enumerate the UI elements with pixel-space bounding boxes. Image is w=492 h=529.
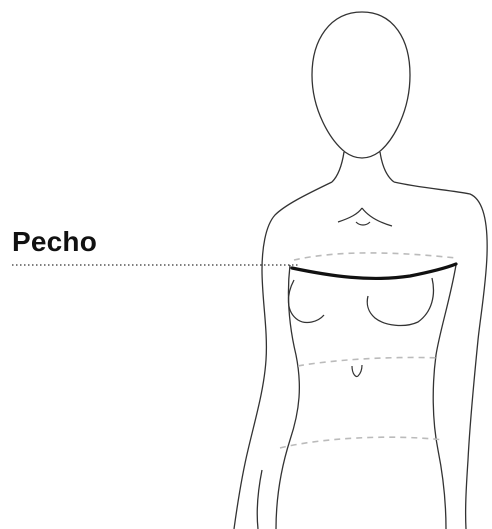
sternum-notch [356, 222, 370, 225]
neck-left [332, 152, 344, 182]
collarbone-right [362, 208, 392, 226]
left-inner-arm [257, 470, 262, 529]
upper-chest-dashed-line [294, 253, 456, 260]
torso-right-side [433, 265, 456, 529]
hip-dashed-line [280, 437, 444, 448]
waist-dashed-line [298, 357, 440, 366]
neck-right [380, 152, 394, 182]
left-shoulder-arm [234, 182, 332, 529]
head-outline [312, 12, 410, 158]
left-breast [288, 280, 324, 322]
right-breast [367, 278, 433, 325]
right-shoulder [394, 182, 487, 529]
torso-left-side [276, 265, 299, 529]
collarbone-left [338, 208, 362, 222]
chest-measure-line [292, 264, 456, 278]
navel [352, 365, 362, 377]
